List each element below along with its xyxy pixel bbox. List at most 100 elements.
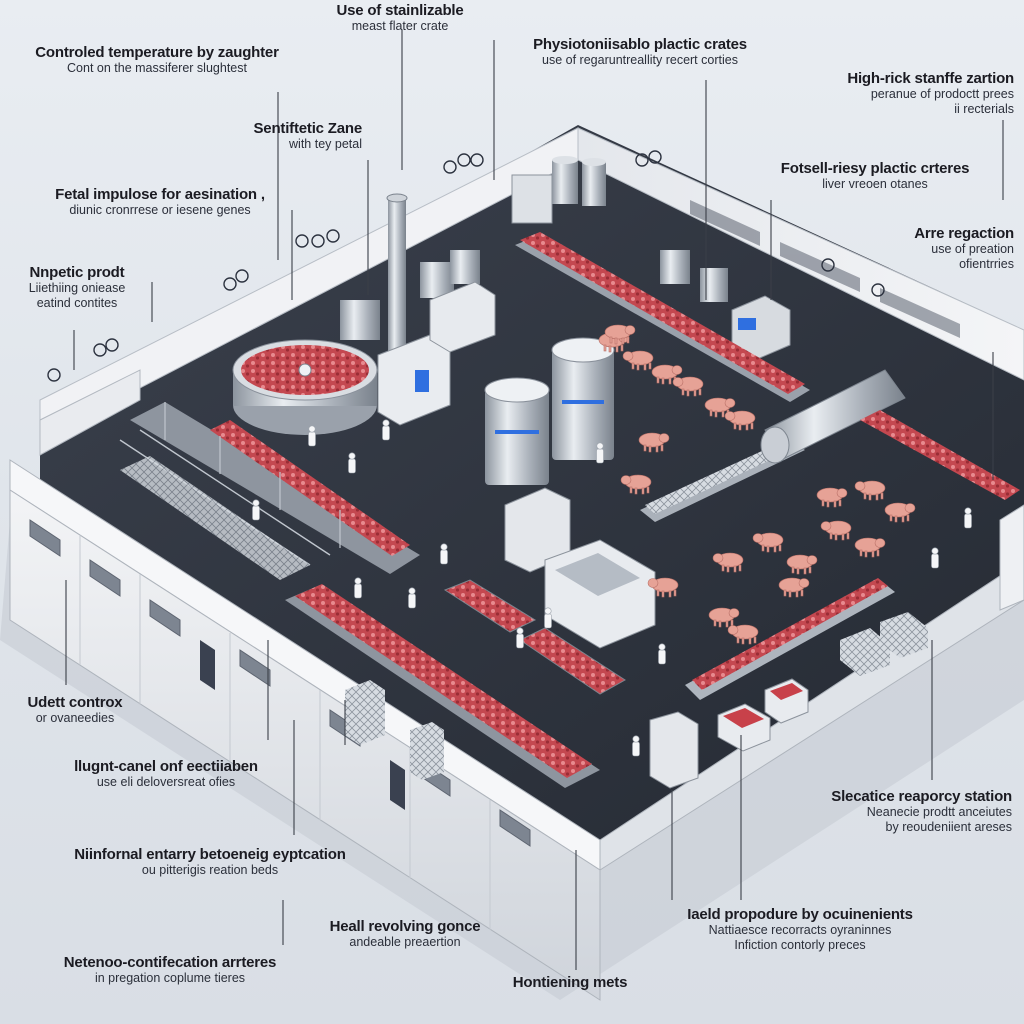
label-slecatice: Slecatice reaporcy station Neanecie prod… — [790, 788, 1012, 834]
conveyor-front-right — [685, 578, 895, 700]
label-top-center-subtitle: meast flater crate — [351, 19, 449, 34]
label-udett-control: Udett controx or ovaneedies — [10, 694, 140, 726]
label-udett-control-title: Udett controx — [27, 694, 123, 711]
conveyor-left-middle — [130, 402, 420, 574]
label-nupetic-prodt-subtitle2: eatind contites — [36, 295, 118, 310]
label-physio-crates-title: Physiotoniisablo plactic crates — [533, 36, 747, 53]
label-hontiening: Hontiening mets — [480, 974, 660, 991]
label-fetal-impulse-title: Fetal impulose for aesination , — [55, 186, 265, 203]
label-netenoo-title: Netenoo-contifecation arrteres — [63, 954, 277, 971]
pig — [647, 577, 679, 598]
label-heall-revolving-subtitle: andeable preaertion — [349, 935, 461, 950]
meat-trays-center — [443, 579, 626, 695]
label-iaeld-propodure-subtitle2: Infiction contorly preces — [734, 937, 866, 952]
label-arre-regaction: Arre regaction use of preation ofientrri… — [830, 225, 1014, 271]
label-netenoo: Netenoo-contifecation arrteres in pregat… — [40, 954, 300, 986]
pigs-group — [598, 324, 916, 645]
back-wall-windows — [690, 200, 960, 338]
label-sentific-zone: Sentiftetic Zane with tey petal — [200, 120, 363, 152]
worker — [308, 425, 316, 447]
label-hontiening-title: Hontiening mets — [512, 974, 628, 991]
label-nunfonal: Niinfornal entarry betoeneig eyptcation … — [50, 846, 370, 878]
label-iaeld-propodure-subtitle: Nattiaesce recorracts oyraninnes — [708, 923, 892, 938]
label-nunfonal-title: Niinfornal entarry betoeneig eyptcation — [74, 846, 346, 863]
pig — [884, 502, 916, 523]
label-high-risk-subtitle: peranue of prodoctt prees — [870, 87, 1014, 102]
label-slecatice-subtitle2: by reoudeniient areses — [885, 819, 1012, 834]
pig — [638, 432, 670, 453]
pig — [752, 532, 784, 553]
pig — [724, 410, 756, 431]
label-top-center: Use of stainlizable meast flater crate — [300, 2, 500, 34]
label-controlled-temp-title: Controled temperature by zaughter — [35, 44, 279, 61]
label-nunfonal-subtitle: ou pitterigis reation beds — [141, 863, 279, 878]
label-heall-revolving: Heall revolving gonce andeable preaertio… — [305, 918, 505, 950]
pig — [854, 537, 886, 558]
label-iaeld-propodure-title: Iaeld propodure by ocuinenients — [687, 906, 913, 923]
worker — [348, 452, 356, 474]
label-controlled-temp-subtitle: Cont on the massiferer slughtest — [67, 61, 247, 76]
label-fotsell-risky: Fotsell-riesy plactic crteres liver vreo… — [760, 160, 990, 192]
label-fotsell-risky-subtitle: liver vreoen otanes — [822, 177, 928, 192]
label-high-risk-title: High-rick stanffe zartion — [847, 70, 1014, 87]
callout-lines — [65, 30, 1004, 970]
label-controlled-temp: Controled temperature by zaughter Cont o… — [22, 44, 292, 76]
label-netenoo-subtitle: in pregation coplume tieres — [94, 971, 246, 986]
label-sentific-zone-subtitle: with tey petal — [289, 137, 362, 152]
chimney-stack — [386, 193, 408, 358]
label-physio-crates-subtitle: use of regaruntreallity recert corties — [542, 53, 738, 68]
pig — [820, 520, 852, 541]
conveyor-right-back — [860, 410, 1020, 500]
center-storage-boxes — [504, 487, 656, 649]
inner-partition — [39, 369, 141, 456]
worker — [596, 442, 604, 464]
label-sentific-zone-title: Sentiftetic Zane — [253, 120, 363, 137]
meat-crates-front — [717, 678, 809, 752]
pig — [786, 554, 818, 575]
worker — [382, 419, 390, 441]
right-end-wall — [999, 504, 1024, 611]
label-arre-regaction-subtitle2: ofientrries — [959, 256, 1014, 271]
worker — [440, 543, 448, 565]
back-left-equipment — [340, 174, 553, 353]
pig — [604, 324, 636, 345]
label-llugnt-canel-subtitle: use eli deloversreat ofies — [96, 775, 236, 790]
label-udett-control-subtitle: or ovaneedies — [35, 711, 115, 726]
pig — [708, 607, 740, 628]
front-left-wall — [9, 459, 601, 1001]
back-right-tanks — [552, 156, 791, 361]
steel-tunnel — [760, 369, 906, 464]
conveyor-back-line — [515, 232, 810, 402]
pig — [778, 577, 810, 598]
label-fetal-impulse: Fetal impulose for aesination , diunic c… — [30, 186, 290, 218]
wire-baskets — [840, 612, 928, 676]
workers-group — [252, 419, 972, 757]
label-nupetic-prodt: Nnpetic prodt Liiethiing oniease eatind … — [4, 264, 150, 310]
conveyor-center-right — [640, 438, 805, 522]
worker — [252, 499, 260, 521]
pig — [672, 376, 704, 397]
label-llugnt-canel-title: llugnt-canel onf eectiiaben — [74, 758, 258, 775]
pig — [622, 350, 654, 371]
worker — [658, 643, 666, 665]
pig — [620, 474, 652, 495]
wall-gauge-icons — [47, 150, 885, 382]
label-arre-regaction-subtitle: use of preation — [931, 242, 1014, 257]
center-silos — [484, 337, 615, 485]
label-nupetic-prodt-subtitle: Liiethiing oniease — [28, 281, 126, 296]
label-iaeld-propodure: Iaeld propodure by ocuinenients Nattiaes… — [650, 906, 950, 952]
label-slecatice-subtitle: Neanecie prodtt anceiutes — [866, 805, 1012, 820]
worker — [544, 607, 552, 629]
pig — [854, 480, 886, 501]
worker — [408, 587, 416, 609]
label-nupetic-prodt-title: Nnpetic prodt — [29, 264, 125, 281]
worker — [632, 735, 640, 757]
label-slecatice-title: Slecatice reaporcy station — [831, 788, 1012, 805]
round-meat-tank — [232, 339, 378, 435]
label-high-risk-subtitle2: ii recterials — [954, 101, 1014, 116]
worker — [964, 507, 972, 529]
label-arre-regaction-title: Arre regaction — [914, 225, 1014, 242]
worker — [516, 627, 524, 649]
pig — [816, 487, 848, 508]
